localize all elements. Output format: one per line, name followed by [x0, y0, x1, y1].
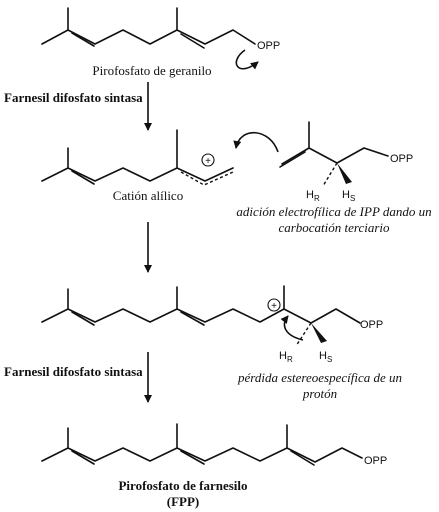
addition-text-line2: carbocatión terciario — [278, 220, 390, 235]
farnesyl-label-line2: (FPP) — [167, 494, 199, 509]
h-s-label-2: HS — [319, 350, 332, 364]
farnesyl-pyrophosphate-structure: OPP — [41, 423, 387, 467]
h-r-label: HR — [306, 189, 320, 203]
addition-text-line1: adición electrofílica de IPP dando un — [236, 204, 431, 219]
allyl-cation-label: Catión alílico — [113, 188, 183, 203]
tertiary-carbocation-structure: + OPP HR HS — [41, 285, 383, 364]
cation-plus: + — [205, 156, 211, 167]
fpp-opp-label: OPP — [364, 455, 387, 467]
tertiary-charge-circle — [267, 298, 281, 312]
tertiary-plus: + — [271, 301, 277, 312]
farnesyl-label-line1: Pirofosfato de farnesilo — [118, 478, 247, 493]
enzyme-label-2: Farnesil difosfato sintasa — [4, 364, 143, 379]
opp-label: OPP — [257, 40, 280, 52]
allylic-cation-structure: + — [41, 129, 234, 186]
geranyl-pyrophosphate-structure: OPP — [41, 7, 280, 70]
ipp-opp-label: OPP — [390, 153, 413, 165]
enzyme-label-1: Farnesil difosfato sintasa — [4, 90, 143, 105]
ipp-structure: OPP HR HS — [233, 121, 413, 203]
cation-charge-circle — [201, 153, 215, 167]
deprotonation-arrow — [280, 315, 304, 341]
h-s-label: HS — [342, 189, 355, 203]
loss-text-line2: protón — [302, 386, 337, 401]
geranyl-label: Pirofosfato de geranilo — [92, 63, 211, 78]
intermediate-opp-label: OPP — [360, 319, 383, 331]
loss-text-line1: pérdida estereoespecífica de un — [237, 370, 402, 385]
h-r-label-2: HR — [279, 350, 293, 364]
ionization-arrow — [235, 49, 259, 70]
electrophilic-attack-arrow — [233, 131, 279, 153]
